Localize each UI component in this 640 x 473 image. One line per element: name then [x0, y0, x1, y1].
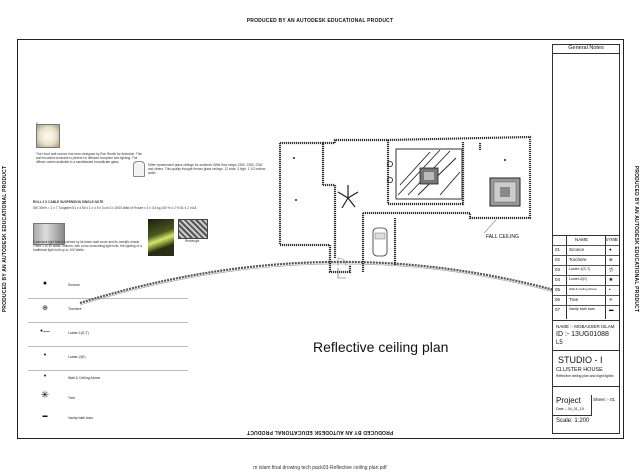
rectangle-label: Rectangle	[185, 239, 200, 243]
pendant-photo	[148, 219, 174, 256]
sconce-note: The Hood wall sconce has been designed b…	[36, 152, 142, 164]
row-name: Tree	[569, 297, 579, 302]
schedule-row: 07 Vanity bath bars ▬	[553, 305, 619, 315]
wall-ceiling-icon: •	[609, 287, 611, 292]
sconce-photo-mark: o	[36, 121, 38, 125]
legend-label: Sconce	[68, 283, 80, 287]
col-divider	[566, 235, 567, 319]
sheet-label: Sheet :- 01	[593, 397, 616, 402]
legend-row: • Wall & Ceiling Above	[28, 370, 188, 388]
site-boundary-arc	[79, 260, 573, 305]
legend-row: ✳ Tree	[28, 388, 188, 408]
sconce-icon: ●	[609, 247, 612, 252]
legend-label: Luster-1(S-T)	[68, 331, 89, 335]
fall-ceiling-label: FALL CEILING	[486, 234, 519, 240]
schedule-row: 02 Torchere ⊕	[553, 255, 619, 266]
legend-row: ▬ Vanity bath bars	[28, 408, 188, 428]
row-no: 02	[555, 257, 561, 262]
tree-icon: ✳	[40, 390, 50, 401]
plan-title: Reflective ceiling plan	[313, 339, 449, 355]
name-line: NAME :- MOBASSER ISLAM	[556, 324, 615, 329]
schedule-table	[553, 235, 619, 321]
sconce-photo	[36, 124, 60, 148]
drawing-frame	[17, 39, 624, 439]
row-name: Vanity bath bars	[569, 307, 595, 311]
luster-note: SKI 39x% = 1 x 7 Tungsten 51 x 4 50 x 1 …	[33, 206, 197, 210]
room-hatched	[395, 148, 463, 200]
luster2-icon: ✱	[609, 277, 613, 282]
torchere-photo	[133, 161, 145, 177]
row-no: 01	[555, 247, 561, 252]
col-name-header: NAME	[575, 237, 589, 242]
section-line: L5	[556, 340, 563, 346]
legend-row: ● Sconce	[28, 274, 188, 299]
walls	[278, 135, 532, 274]
col-divider	[605, 235, 606, 319]
row-no: 05	[555, 287, 561, 292]
col-symb-header: SYMB	[605, 237, 618, 242]
tree-symbol	[337, 185, 359, 209]
scale-line: Scale: 1:200	[556, 418, 590, 424]
site-boundary-inner	[79, 263, 573, 306]
row-name: Sconce	[569, 247, 585, 252]
legend-label: Torchere	[68, 307, 82, 311]
project-name: CLUSTER HOUSE	[556, 367, 603, 373]
row-name: Luster-1(S-T)	[569, 267, 591, 271]
legend-label: Luster-2(K)	[68, 355, 86, 359]
legend-row: ⊕ Torchere	[28, 298, 188, 323]
studio-title: STUDIO - I	[558, 355, 603, 365]
legend-label: Vanity bath bars	[68, 416, 94, 420]
luster-photo	[33, 223, 65, 245]
row-no: 06	[555, 297, 561, 302]
row-no: 03	[555, 267, 561, 272]
car	[372, 227, 388, 257]
footer-filename: m islam final drowing tech pack03-Reflec…	[253, 465, 387, 471]
row-name: Luster-2(K)	[569, 277, 587, 281]
row-name: Torchere	[569, 257, 587, 262]
torchere-note: Differ replacement glass ceilings for au…	[148, 163, 266, 175]
schedule-row: 03 Luster-1(S-T) ⚝	[553, 265, 619, 276]
date-line: Date :- 04_01_15	[556, 407, 584, 411]
row-name: Wall & Ceiling Above	[569, 287, 597, 291]
schedule-row: 06 Tree ✳	[553, 295, 619, 306]
row-no: 07	[555, 307, 561, 312]
schedule-row: 01 Sconce ●	[553, 245, 619, 256]
torchere-icon: ⊕	[42, 305, 48, 312]
watermark-top: PRODUCED BY AN AUTODESK EDUCATIONAL PROD…	[246, 18, 394, 24]
schedule-row: 05 Wall & Ceiling Above •	[553, 285, 619, 296]
luster2-icon: •	[43, 352, 47, 359]
wall-ceiling-icon: •	[43, 373, 47, 380]
vanity-icon: ▬	[609, 307, 614, 312]
luster-icon: •—	[40, 328, 50, 335]
torchere-icon: ⊕	[609, 257, 613, 262]
studio-block	[553, 352, 619, 387]
id-line: ID :- 13UG01088	[556, 331, 609, 338]
tree-icon: ✳	[609, 297, 613, 302]
legend-row: •— Luster-1(S-T)	[28, 322, 188, 347]
legend-label: Tree	[68, 396, 76, 400]
student-info	[553, 322, 619, 351]
schedule-row: 04 Luster-2(K) ✱	[553, 275, 619, 286]
pendant-photo-2	[178, 219, 208, 239]
project-cell	[553, 395, 592, 416]
project-subtitle: Reflective ceiling plan and night lighti…	[556, 374, 614, 378]
pendant-note: A pendant light that is inclined by its …	[33, 240, 142, 252]
project-label: Project	[556, 396, 581, 405]
sconce-icon: ●	[42, 280, 48, 287]
vanity-icon: ▬	[42, 413, 48, 419]
luster-icon: ⚝	[609, 267, 614, 272]
schedule-header: NAME SYMB	[553, 235, 619, 246]
legend-row: • Luster-2(K)	[28, 346, 188, 371]
luster-note-title: ROLL 3 X CABLE SUSPENSION SINGLE NOTE	[33, 200, 104, 204]
general-notes-header: General Notes	[553, 44, 619, 54]
row-no: 04	[555, 277, 561, 282]
legend-label: Wall & Ceiling Above	[68, 376, 101, 380]
title-block	[552, 44, 620, 434]
